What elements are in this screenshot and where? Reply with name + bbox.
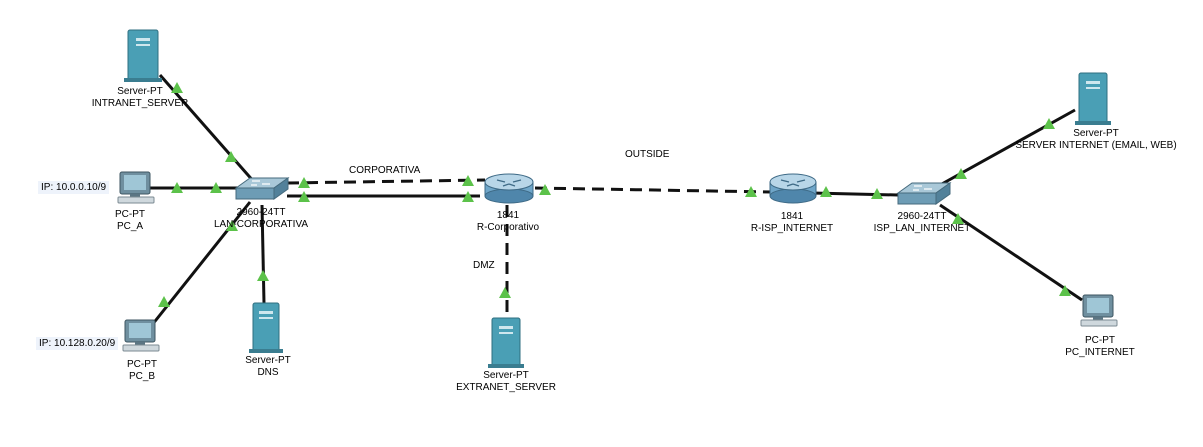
link-dns-switch [260, 204, 266, 304]
link-up-icon [539, 184, 551, 195]
link-up-icon [257, 270, 269, 281]
server-internet-name: SERVER INTERNET (EMAIL, WEB) [1015, 140, 1177, 151]
link-up-icon [171, 82, 183, 93]
dns-server-label: Server-PT DNS [236, 355, 300, 379]
pc-b-model: PC-PT [127, 359, 157, 370]
link-up-icon [225, 151, 237, 162]
link-status-indicators [158, 82, 1071, 307]
intranet-server-model: Server-PT [117, 86, 163, 97]
server-icon [124, 29, 162, 82]
switch-lan-label: 2960-24TT LAN-CORPORATIVA [206, 207, 316, 231]
dns-server-name: DNS [257, 367, 279, 378]
link-up-icon [952, 213, 964, 224]
switch-icon [896, 182, 952, 205]
pc-a-model: PC-PT [115, 209, 145, 220]
switch-lan-name: LAN-CORPORATIVA [213, 219, 309, 230]
server-icon [488, 317, 524, 368]
link-up-icon [158, 296, 170, 307]
link-ispswitch-pcinternet [939, 203, 1083, 302]
pc-icon [117, 171, 155, 204]
pc-a-label: PC-PT PC_A [100, 209, 160, 233]
router-isp-label: 1841 R-ISP_INTERNET [744, 211, 840, 235]
link-up-icon [462, 191, 474, 202]
switch-isp-name: ISP_LAN_INTERNET [873, 223, 971, 234]
router-isp-name: R-ISP_INTERNET [750, 223, 834, 234]
router-corp-model: 1841 [496, 210, 520, 221]
link-up-icon [871, 188, 883, 199]
server-icon [1075, 72, 1111, 125]
extranet-server-model: Server-PT [483, 370, 529, 381]
router-isp-model: 1841 [780, 211, 804, 222]
dns-server-model: Server-PT [245, 355, 291, 366]
link-up-icon [171, 182, 183, 193]
link-up-icon [298, 177, 310, 188]
link-up-icon [462, 175, 474, 186]
link-outside-dashed [534, 186, 773, 194]
link-corporativa-dashed [286, 178, 486, 185]
router-corp-name: R-Corporativo [476, 222, 540, 233]
pc-a-name: PC_A [116, 221, 144, 232]
server-icon [249, 302, 283, 353]
switch-icon [234, 177, 290, 200]
pc-internet-name: PC_INTERNET [1065, 347, 1135, 358]
link-up-icon [955, 168, 967, 179]
router-icon [769, 173, 817, 204]
link-up-icon [820, 186, 832, 197]
link-up-icon [1043, 118, 1055, 129]
link-up-icon [226, 220, 238, 231]
pc-icon [122, 319, 160, 352]
pc-a-ip: IP: 10.0.0.10/9 [38, 181, 110, 194]
intranet-server-label: Server-PT INTRANET_SERVER [85, 86, 195, 110]
zone-corporativa-label: CORPORATIVA [349, 165, 421, 176]
link-up-icon [210, 182, 222, 193]
server-internet-model: Server-PT [1073, 128, 1119, 139]
switch-isp-label: 2960-24TT ISP_LAN_INTERNET [866, 211, 978, 235]
router-icon [484, 173, 534, 204]
pc-internet-label: PC-PT PC_INTERNET [1056, 335, 1144, 359]
link-up-icon [1059, 285, 1071, 296]
zone-dmz-label: DMZ [473, 260, 495, 271]
pc-b-ip: IP: 10.128.0.20/9 [36, 337, 119, 350]
pc-icon [1080, 294, 1118, 327]
switch-isp-model: 2960-24TT [897, 211, 947, 222]
server-internet-label: Server-PT SERVER INTERNET (EMAIL, WEB) [1008, 128, 1184, 152]
extranet-server-name: EXTRANET_SERVER [456, 382, 556, 393]
pc-b-label: PC-PT PC_B [112, 359, 172, 383]
intranet-server-name: INTRANET_SERVER [91, 98, 189, 109]
switch-lan-model: 2960-24TT [236, 207, 286, 218]
extranet-server-label: Server-PT EXTRANET_SERVER [446, 370, 566, 394]
link-up-icon [745, 186, 757, 197]
link-up-icon [298, 191, 310, 202]
pc-internet-model: PC-PT [1085, 335, 1115, 346]
pc-b-name: PC_B [128, 371, 156, 382]
router-corp-label: 1841 R-Corporativo [466, 210, 550, 234]
zone-outside-label: OUTSIDE [625, 149, 670, 160]
link-up-icon [499, 287, 511, 298]
